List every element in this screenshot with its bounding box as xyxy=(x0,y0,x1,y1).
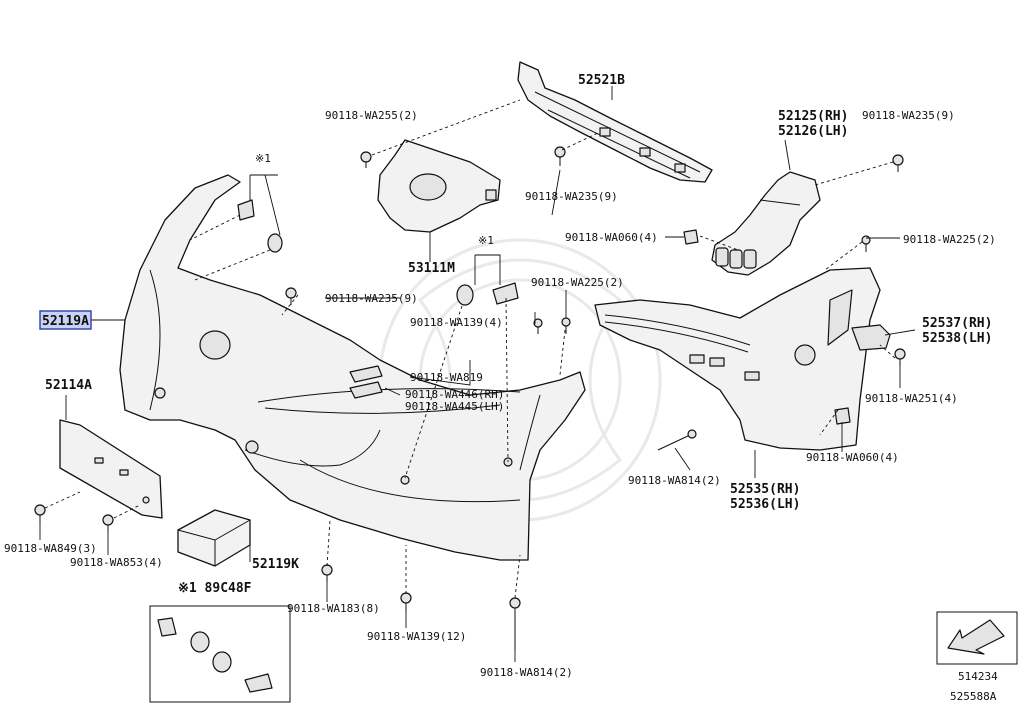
label-514234[interactable]: 514234 xyxy=(958,670,998,683)
label-90118-WA225-mid[interactable]: 90118-WA225(2) xyxy=(531,276,624,289)
clip-wa060-top xyxy=(683,229,699,245)
fastener-wa235-left[interactable] xyxy=(285,287,297,305)
label-90118-WA060-top[interactable]: 90118-WA060(4) xyxy=(565,231,658,244)
label-90118-WA235-top[interactable]: 90118-WA235(9) xyxy=(862,109,955,122)
label-90118-WA235-left[interactable]: 90118-WA235(9) xyxy=(325,292,418,305)
label-52537-RH[interactable]: 52537(RH) xyxy=(922,316,992,331)
fastener-wa235-mid[interactable] xyxy=(554,146,566,166)
sensor-brackets-center[interactable] xyxy=(456,254,519,306)
label-90118-WA814-bottom[interactable]: 90118-WA814(2) xyxy=(480,666,573,679)
label-90118-WA139-12[interactable]: 90118-WA139(12) xyxy=(367,630,466,643)
label-52538-LH[interactable]: 52538(LH) xyxy=(922,331,992,346)
label-90118-WA853[interactable]: 90118-WA853(4) xyxy=(70,556,163,569)
label-90118-WA445-LH[interactable]: 90118-WA445(LH) xyxy=(405,400,504,413)
part-52521B-bracket[interactable] xyxy=(517,61,713,183)
label-90118-WA225-right[interactable]: 90118-WA225(2) xyxy=(903,233,996,246)
fastener-wa183[interactable] xyxy=(321,564,333,582)
leader-lines xyxy=(39,86,916,662)
part-52535-52536-fender-liner[interactable] xyxy=(594,267,891,451)
label-52114A[interactable]: 52114A xyxy=(45,378,92,393)
fastener-wa814-bottom[interactable] xyxy=(509,597,521,650)
fastener-wa849[interactable] xyxy=(34,504,46,522)
label-highlight-52119A xyxy=(39,310,92,330)
label-90118-WA819[interactable]: 90118-WA819 xyxy=(410,371,483,384)
label-90118-WA255[interactable]: 90118-WA255(2) xyxy=(325,109,418,122)
fastener-wa225-mid[interactable] xyxy=(561,317,571,334)
label-52119A[interactable]: 52119A xyxy=(42,314,89,329)
sensor-brackets-left[interactable] xyxy=(237,174,283,253)
clip-wa060-bottom xyxy=(834,407,851,425)
label-52535-RH[interactable]: 52535(RH) xyxy=(730,482,800,497)
label-52119K[interactable]: 52119K xyxy=(252,557,299,572)
label-90118-WA814-right[interactable]: 90118-WA814(2) xyxy=(628,474,721,487)
fastener-wa139-4[interactable] xyxy=(533,318,543,334)
label-90118-WA251[interactable]: 90118-WA251(4) xyxy=(865,392,958,405)
label-90118-WA139-4[interactable]: 90118-WA139(4) xyxy=(410,316,503,329)
fastener-wa814-right[interactable] xyxy=(657,429,697,451)
part-52119A-bumper-cover[interactable] xyxy=(119,174,586,561)
label-90118-WA235-mid[interactable]: 90118-WA235(9) xyxy=(525,190,618,203)
note-mark-center: ※1 xyxy=(478,234,494,247)
part-52119K-box[interactable] xyxy=(177,509,251,567)
fastener-wa139-12[interactable] xyxy=(400,592,412,612)
label-52521B[interactable]: 52521B xyxy=(578,73,625,88)
part-52114A-license-bracket[interactable] xyxy=(59,419,163,519)
label-90118-WA183[interactable]: 90118-WA183(8) xyxy=(287,602,380,615)
part-52537-52538-bracket xyxy=(851,324,891,351)
fastener-wa853[interactable] xyxy=(102,514,114,532)
label-90118-WA849[interactable]: 90118-WA849(3) xyxy=(4,542,97,555)
note-mark-left: ※1 xyxy=(255,152,271,165)
label-52126-LH[interactable]: 52126(LH) xyxy=(778,124,848,139)
inset-89C48F-sensor-set[interactable] xyxy=(149,605,291,703)
label-89C48F[interactable]: ※1 89C48F xyxy=(178,581,252,596)
fastener-wa235-top[interactable] xyxy=(892,154,904,172)
label-52536-LH[interactable]: 52536(LH) xyxy=(730,497,800,512)
part-labels: 52521B 90118-WA255(2) 52125(RH) 52126(LH… xyxy=(4,73,998,703)
label-90118-WA060-bottom[interactable]: 90118-WA060(4) xyxy=(806,451,899,464)
forward-direction-icon xyxy=(936,611,1018,665)
fastener-wa251[interactable] xyxy=(894,348,906,366)
label-52125-RH[interactable]: 52125(RH) xyxy=(778,109,848,124)
fastener-wa255[interactable] xyxy=(360,151,372,168)
label-53111M[interactable]: 53111M xyxy=(408,261,455,276)
part-52125-52126-side-bracket[interactable] xyxy=(683,171,821,276)
part-53111M-grille-panel[interactable] xyxy=(377,139,501,233)
figure-id: 525588A xyxy=(950,690,997,703)
label-90118-WA446-RH[interactable]: 90118-WA446(RH) xyxy=(405,388,504,401)
